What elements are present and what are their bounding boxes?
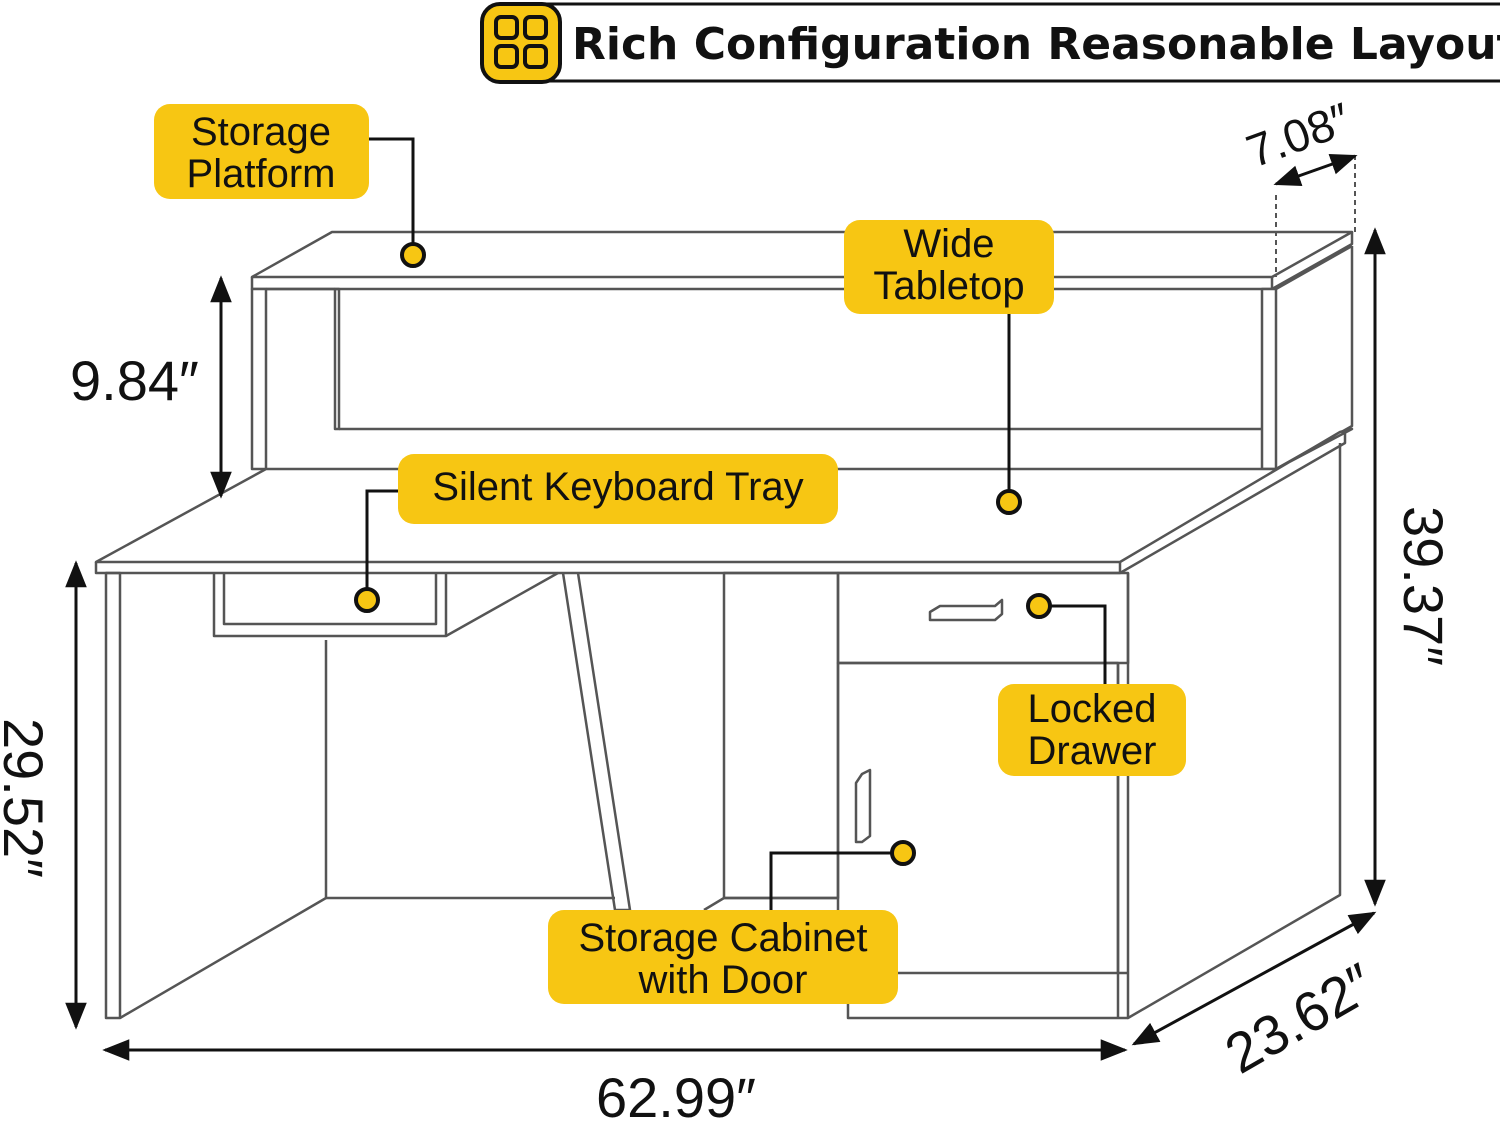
- slanted-leg: [561, 572, 632, 912]
- svg-text:Storage Cabinet: Storage Cabinet: [578, 916, 867, 960]
- callout-storage-cabinet: Storage Cabinet with Door: [548, 840, 916, 1004]
- svg-text:Drawer: Drawer: [1028, 729, 1157, 773]
- svg-text:Storage: Storage: [191, 110, 331, 154]
- svg-text:Silent Keyboard Tray: Silent Keyboard Tray: [432, 465, 803, 509]
- keyboard-tray-shape: [212, 571, 559, 638]
- grid-icon: [480, 2, 562, 84]
- hutch: [250, 230, 1354, 471]
- drawer-handle: [928, 598, 1004, 622]
- svg-text:23.62″: 23.62″: [1215, 951, 1385, 1086]
- callout-storage-platform: Storage Platform: [154, 104, 426, 268]
- dimension-depth: 23.62″: [1131, 911, 1385, 1086]
- callout-locked-drawer: Locked Drawer: [998, 593, 1186, 776]
- dimension-width: 62.99″: [102, 1039, 1128, 1123]
- svg-text:with Door: with Door: [638, 958, 808, 1002]
- dimension-hutch-height: 9.84″: [70, 275, 232, 499]
- callout-keyboard-tray: Silent Keyboard Tray: [354, 454, 838, 613]
- svg-text:29.52″: 29.52″: [0, 718, 55, 878]
- callout-wide-tabletop: Wide Tabletop: [844, 220, 1054, 515]
- header-title: Rich Configuration Reasonable Layout: [572, 19, 1500, 70]
- svg-text:9.84″: 9.84″: [70, 349, 199, 412]
- svg-text:Platform: Platform: [187, 152, 336, 196]
- svg-text:Wide: Wide: [903, 222, 994, 266]
- svg-text:Tabletop: Tabletop: [873, 264, 1024, 308]
- desk-drawing: [94, 230, 1354, 1020]
- dimension-total-height: 39.37″: [1364, 227, 1455, 907]
- svg-text:Locked: Locked: [1028, 687, 1157, 731]
- svg-text:62.99″: 62.99″: [596, 1066, 756, 1123]
- header-banner: Rich Configuration Reasonable Layout: [480, 2, 1500, 84]
- svg-text:7.08″: 7.08″: [1240, 92, 1357, 177]
- left-panel: [104, 571, 615, 1020]
- svg-text:39.37″: 39.37″: [1392, 506, 1455, 666]
- dimension-desk-height: 29.52″: [0, 560, 87, 1030]
- door-handle: [854, 768, 872, 844]
